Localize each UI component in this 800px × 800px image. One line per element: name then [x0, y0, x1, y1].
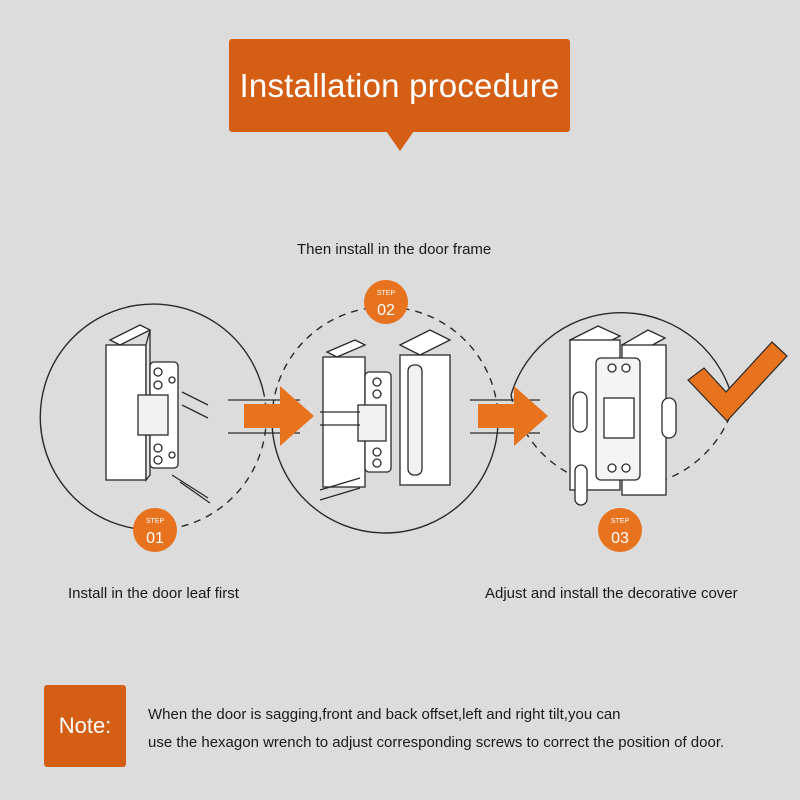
installation-diagram: STEP 01 STEP 02 STEP 03 — [39, 280, 788, 552]
step-01-caption: Install in the door leaf first — [68, 585, 239, 602]
title-pointer — [386, 131, 414, 151]
arrow-right-icon — [228, 386, 314, 446]
step-02-number: 02 — [377, 302, 395, 319]
checkmark-icon — [687, 341, 788, 422]
page-title: Installation procedure — [229, 39, 570, 132]
arrow-right-icon — [470, 386, 548, 446]
note-line-1: When the door is sagging,front and back … — [148, 706, 621, 723]
step-03-word: STEP — [611, 518, 630, 525]
step-02-caption: Then install in the door frame — [297, 241, 492, 258]
step-02-word: STEP — [377, 290, 396, 297]
step-02-circle — [271, 306, 499, 534]
hinge-icon — [105, 324, 211, 504]
note-label: Note: — [44, 685, 126, 767]
note-line-2: use the hexagon wrench to adjust corresp… — [148, 734, 725, 751]
step-01-badge: STEP 01 — [133, 508, 177, 552]
step-03-badge: STEP 03 — [598, 508, 642, 552]
step-01-number: 01 — [146, 530, 164, 547]
step-03-caption: Adjust and install the decorative cover — [485, 585, 738, 602]
step-03-number: 03 — [611, 530, 629, 547]
step-03-circle — [510, 311, 735, 489]
hinge-icon — [568, 325, 677, 506]
hinge-icon — [319, 329, 452, 501]
step-01-word: STEP — [146, 518, 165, 525]
step-02-badge: STEP 02 — [364, 280, 408, 324]
